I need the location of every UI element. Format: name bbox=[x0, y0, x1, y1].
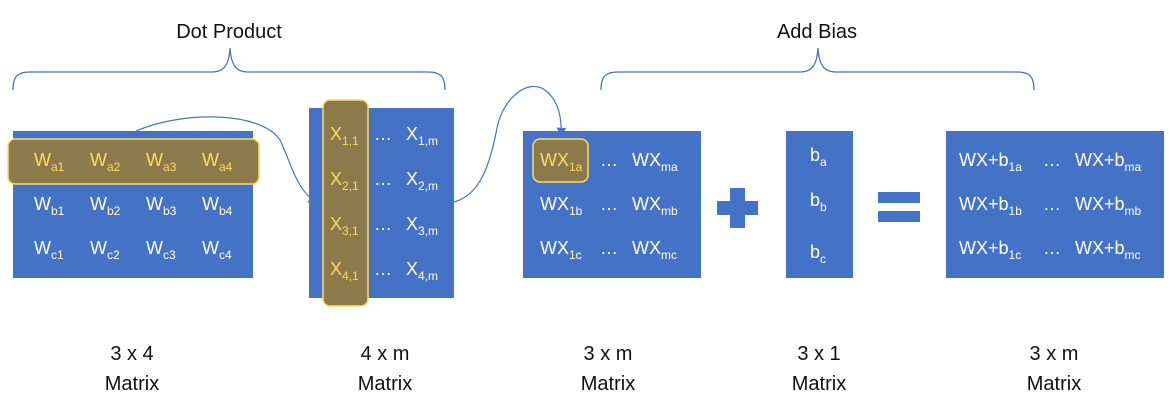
matrix-wx-cell-highlight bbox=[532, 138, 589, 183]
matrix-result-cell: WX+bmc bbox=[1075, 238, 1141, 262]
dot-product-brace bbox=[12, 47, 446, 91]
arrow-x-to-wx bbox=[453, 85, 567, 203]
matrix-wx-label: Matrix bbox=[581, 373, 635, 395]
arrow-w-to-x bbox=[135, 116, 318, 203]
matrix-x-cells: X1,1 … X1,mX2,1 … X2,mX3,1 … X3,mX4,1 … X4,m bbox=[330, 124, 438, 283]
matrix-x-cell: … bbox=[374, 124, 392, 144]
matrix-result-cell: WX+b1a bbox=[959, 150, 1022, 174]
matrix-w-cell: Wc3 bbox=[146, 238, 176, 262]
matrix-x-cell: X1,m bbox=[406, 124, 438, 148]
matrix-w-cell: Wc1 bbox=[34, 238, 64, 262]
equals-operator bbox=[878, 192, 920, 222]
matrix-x-cell: X3,1 bbox=[330, 214, 359, 238]
matrix-w-cell: Wc2 bbox=[90, 238, 120, 262]
matrix-wx-cell: WX1c bbox=[540, 238, 582, 262]
matrix-w-cell: Wb3 bbox=[146, 194, 177, 218]
matrix-x-cell: … bbox=[374, 169, 392, 189]
matrix-w-dims: 3 x 4 bbox=[110, 343, 153, 365]
add-bias-brace bbox=[600, 47, 1035, 91]
matrix-b-dims: 3 x 1 bbox=[797, 343, 840, 365]
plus-operator bbox=[717, 188, 758, 228]
matrix-w-cell: Wa1 bbox=[34, 150, 65, 174]
matrix-w-cell: Wa4 bbox=[202, 150, 233, 174]
matrix-w-label: Matrix bbox=[105, 373, 159, 395]
matrix-x-cell: X4,1 bbox=[330, 259, 359, 283]
matrix-x-dims: 4 x m bbox=[361, 343, 410, 365]
matrix-b-cells: ba bb bc bbox=[810, 145, 827, 266]
matrix-w-row-highlight bbox=[7, 138, 260, 185]
matrix-x-cell: … bbox=[374, 214, 392, 234]
matrix-w-cell: Wa2 bbox=[90, 150, 121, 174]
matrix-w-cell: Wb4 bbox=[202, 194, 233, 218]
matrix-w-cell: Wc4 bbox=[202, 238, 232, 262]
matrix-b-cell: bb bbox=[810, 190, 827, 214]
matrix-result-dims: 3 x m bbox=[1030, 343, 1079, 365]
matrix-w-cell: Wa3 bbox=[146, 150, 177, 174]
matrix-wx-cell: WXmb bbox=[632, 194, 678, 218]
matrix-wx-cell: … bbox=[600, 238, 618, 258]
matrix-b-label: Matrix bbox=[792, 373, 846, 395]
dot-product-heading: Dot Product bbox=[176, 21, 282, 43]
matrix-result bbox=[946, 131, 1164, 278]
matrix-x-cell: X4,m bbox=[406, 259, 438, 283]
matrix-x-cell: X2,m bbox=[406, 169, 438, 193]
matrix-result-cell: … bbox=[1043, 150, 1061, 170]
matrix-b-cell: bc bbox=[810, 242, 826, 266]
matrix-b bbox=[786, 131, 853, 278]
matrix-wx-cell: WX1b bbox=[540, 194, 583, 218]
matrix-result-label: Matrix bbox=[1027, 373, 1081, 395]
matrix-wx-cell: WXmc bbox=[632, 238, 677, 262]
matrix-x-cell: … bbox=[374, 259, 392, 279]
matrix-result-cell: WX+b1c bbox=[959, 238, 1021, 262]
matrix-x-cell: X1,1 bbox=[330, 124, 359, 148]
matrix-result-cell: … bbox=[1043, 194, 1061, 214]
matrix-result-cell: WX+bmb bbox=[1075, 194, 1142, 218]
matrix-x-cell: X2,1 bbox=[330, 169, 359, 193]
matrix-x-column-highlight bbox=[322, 99, 369, 307]
matrix-result-cell: WX+bma bbox=[1075, 150, 1142, 174]
matrix-wx-cell: WXma bbox=[632, 150, 678, 174]
matrix-x-label: Matrix bbox=[358, 373, 412, 395]
matrix-wx-dims: 3 x m bbox=[584, 343, 633, 365]
matrix-w-cell: Wb2 bbox=[90, 194, 121, 218]
matrix-wx-cell: … bbox=[600, 194, 618, 214]
matrix-result-cell: WX+b1b bbox=[959, 194, 1022, 218]
matrix-w-cell: Wb1 bbox=[34, 194, 65, 218]
matrix-wx-cell: WX1a bbox=[540, 150, 583, 174]
matrix-result-cell: … bbox=[1043, 238, 1061, 258]
matrix-wx-cell: … bbox=[600, 150, 618, 170]
matrix-b-cell: ba bbox=[810, 145, 827, 169]
matrix-x-cell: X3,m bbox=[406, 214, 438, 238]
add-bias-heading: Add Bias bbox=[777, 21, 857, 43]
